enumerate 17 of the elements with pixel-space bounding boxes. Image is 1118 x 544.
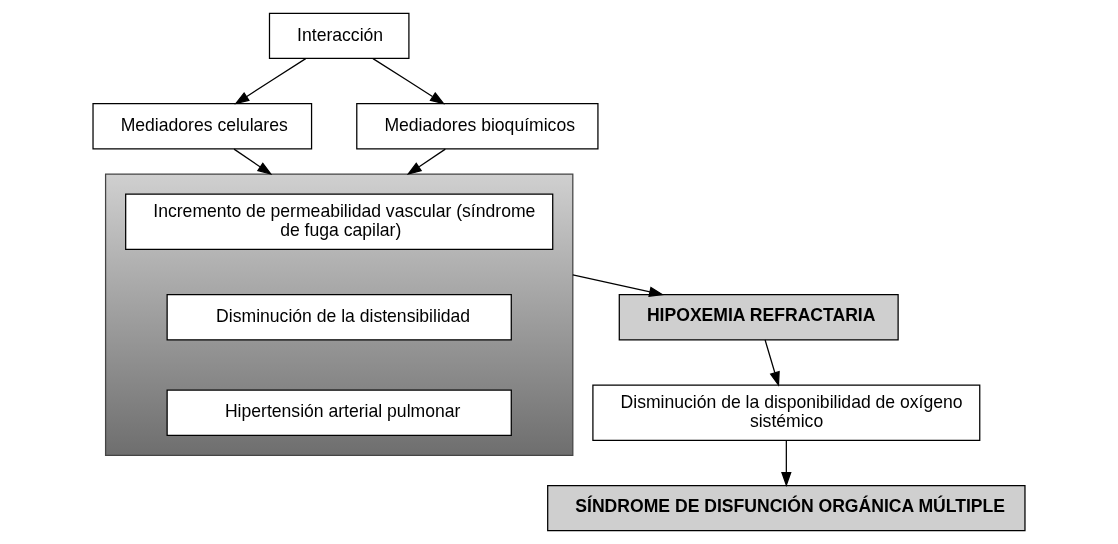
node-box: Interacción: [268, 12, 410, 60]
node-box: Incremento de permeabilidad vascular (síndrome de fuga capilar): [125, 193, 554, 250]
node-box: Mediadores celulares: [92, 103, 313, 150]
arrow: [372, 58, 446, 105]
node-box: Hipertensión arterial pulmonar: [166, 389, 512, 436]
arrow: [781, 439, 792, 488]
arrow: [406, 148, 446, 176]
node-box: HIPOXEMIA REFRACTARIA: [618, 294, 899, 341]
node-box: Mediadores bioquímicos: [356, 103, 599, 150]
cluster: [104, 173, 574, 456]
arrow: [764, 339, 780, 387]
node-box: Disminución de la distensibilidad: [166, 294, 512, 341]
node-box: Disminución de la disponibilidad de oxígeno sistémico: [592, 384, 981, 441]
arrow: [234, 58, 307, 105]
arrow: [572, 274, 665, 297]
arrow: [233, 148, 273, 176]
node-box: SÍNDROME DE DISFUNCIÓN ORGÁNICA MÚLTIPLE: [547, 484, 1026, 532]
